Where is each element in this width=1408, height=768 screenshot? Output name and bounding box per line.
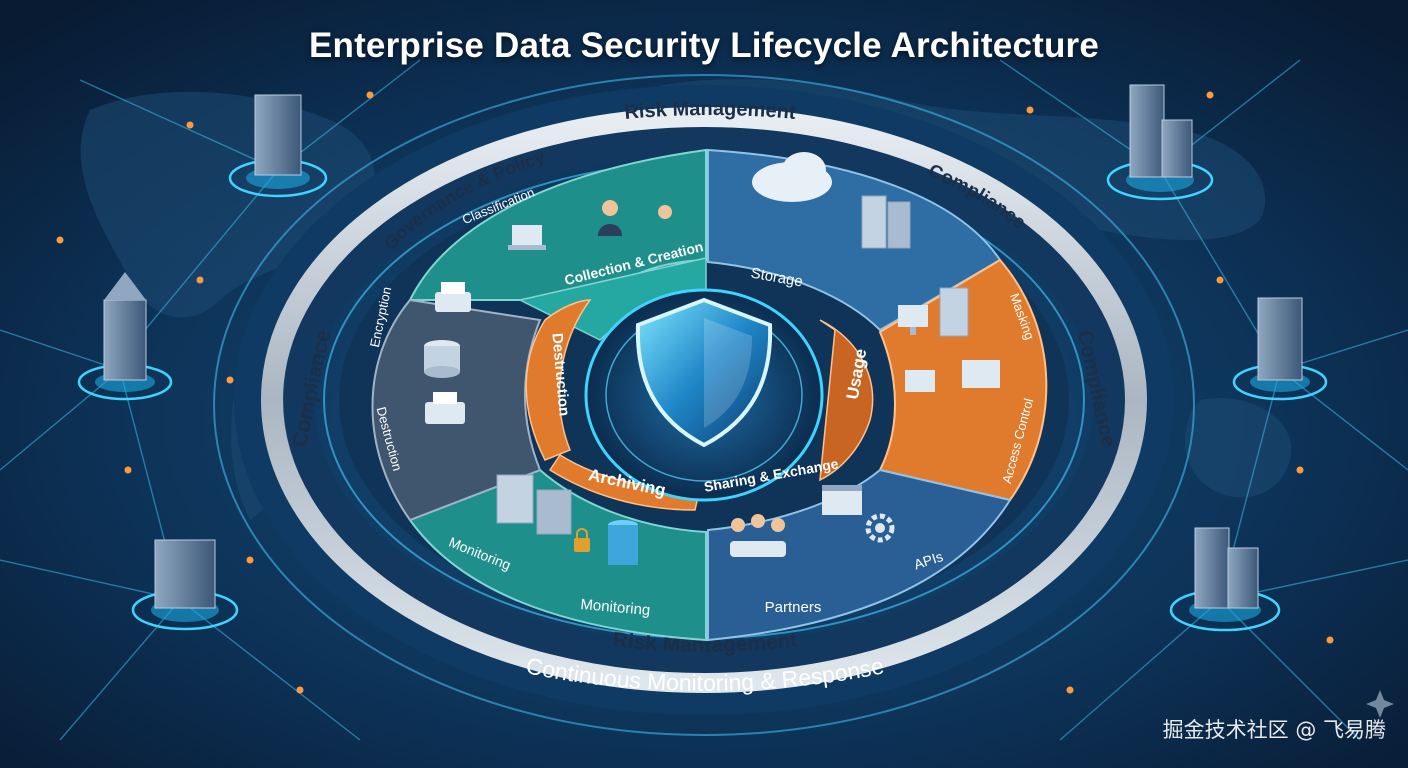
cloud-icon — [752, 152, 832, 202]
building-top-left — [228, 94, 328, 198]
gear-icon — [865, 513, 895, 543]
watermark: 掘金技术社区 @ 飞易腾 — [1162, 718, 1386, 742]
phase-archiving — [408, 453, 707, 642]
building-right — [1232, 297, 1328, 401]
outer-rings — [213, 74, 1195, 736]
sparkle-icon — [1366, 690, 1394, 718]
outer-ring-top-label: Risk Management — [623, 98, 796, 124]
server-rack-icon — [861, 195, 911, 249]
shield-highlight — [704, 318, 752, 428]
building-left — [77, 272, 173, 401]
shield-icon — [635, 297, 773, 448]
building-top-right — [1106, 84, 1214, 201]
building-bottom-right — [1169, 527, 1281, 632]
database-icon-2 — [608, 520, 638, 565]
page-title: Enterprise Data Security Lifecycle Archi… — [308, 26, 1100, 65]
phase-archiving-sub-bottom: Monitoring — [580, 596, 651, 619]
database-icon — [424, 340, 460, 378]
shredder-icon — [435, 282, 471, 312]
lock-icon — [574, 528, 590, 552]
server-icon-2 — [496, 474, 572, 535]
phase-sharing-sub-bottom: Partners — [765, 599, 822, 616]
monitor-icon — [898, 305, 928, 335]
monitor-icon-2 — [905, 370, 935, 392]
building-bottom-left — [131, 539, 239, 631]
meeting-people-icon — [730, 514, 786, 557]
server-icon — [939, 287, 969, 337]
shredder-icon-2 — [425, 392, 465, 424]
laptop-icon — [508, 225, 546, 250]
code-window-icon — [822, 485, 862, 515]
person-icon — [598, 200, 622, 236]
person-icon-2 — [655, 205, 675, 235]
monitor-icon-3 — [962, 360, 1000, 388]
